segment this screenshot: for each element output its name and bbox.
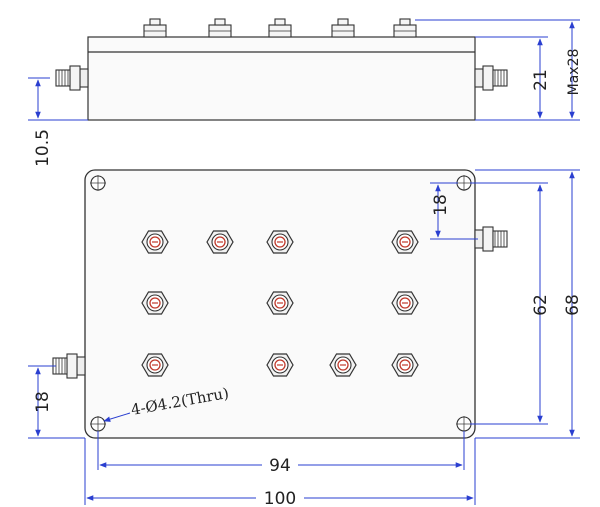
connector-offset-dimension: 10.5	[33, 129, 53, 167]
top-connector-offset-dimension: 18	[431, 194, 451, 216]
tuning-screw	[391, 353, 419, 377]
tuning-screw	[329, 353, 357, 377]
mounting-hole	[456, 416, 472, 432]
height-dimension: 21	[531, 69, 551, 91]
tuning-screw	[266, 291, 294, 315]
side-body	[87, 36, 476, 121]
tuning-screw	[141, 353, 169, 377]
side-view: 21 Max28 10.5	[28, 18, 582, 167]
tuning-screw	[391, 291, 419, 315]
tuning-screw	[266, 353, 294, 377]
tuning-screw	[206, 230, 234, 254]
tuning-screw	[141, 291, 169, 315]
top-sma-connector-right	[474, 226, 508, 252]
hole-spacing-vertical-dimension: 62	[531, 294, 551, 316]
side-tuning-nut	[143, 18, 167, 38]
top-sma-connector-left	[52, 353, 86, 379]
side-tuning-nut	[331, 18, 355, 38]
overall-height-dimension: 68	[563, 294, 583, 316]
top-view: 18 62 68 18 94 100 4-Ø4.2(Thru)	[28, 169, 583, 507]
side-tuning-nut	[393, 18, 417, 38]
tuning-screw	[141, 230, 169, 254]
mounting-hole	[90, 175, 106, 191]
side-tuning-nut	[268, 18, 292, 38]
overall-width-dimension: 100	[264, 489, 296, 507]
hole-spacing-horizontal-dimension: 94	[269, 456, 291, 476]
side-sma-connector-left	[55, 65, 89, 91]
side-tuning-nut	[208, 18, 232, 38]
bottom-connector-offset-dimension: 18	[33, 391, 53, 413]
tuning-screw	[266, 230, 294, 254]
tuning-screw	[391, 230, 419, 254]
max-height-dimension: Max28	[566, 49, 582, 96]
side-sma-connector-right	[474, 65, 508, 91]
